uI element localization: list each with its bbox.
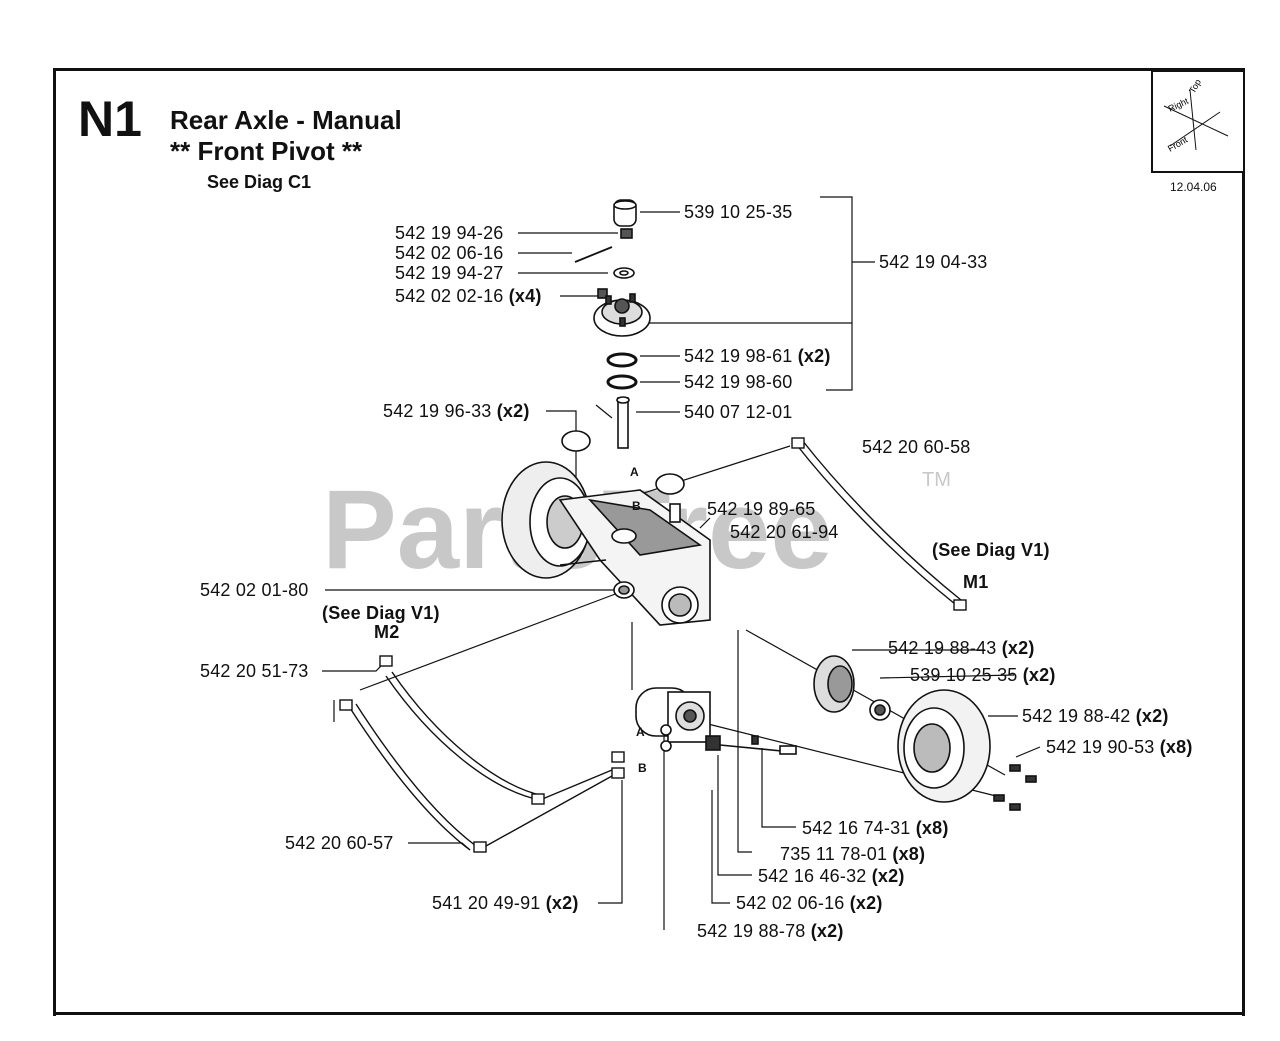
part-label: 542 19 89-65 (707, 499, 816, 519)
part-label: 542 02 06-16 (x2) (736, 893, 883, 913)
watermark-tm: TM (922, 469, 951, 491)
part-label: 542 19 98-60 (684, 372, 793, 392)
see-diagram-note: See Diag C1 (207, 172, 312, 192)
hydraulic-hoses (339, 437, 967, 853)
hose-marker: M2 (374, 622, 400, 642)
hose-marker: M1 (963, 572, 989, 592)
part-label: 542 19 90-53 (x8) (1046, 737, 1193, 757)
page-title: Rear Axle - Manual (170, 105, 402, 135)
diagram-ref: (See Diag V1) (322, 603, 440, 623)
revision-date: 12.04.06 (1170, 180, 1217, 194)
part-label: 542 19 94-26 (395, 223, 504, 243)
part-label: 542 16 46-32 (x2) (758, 866, 905, 886)
part-label: 541 20 49-91 (x2) (432, 893, 579, 913)
hydraulic-motor: A B (635, 687, 797, 775)
part-label: 542 19 88-78 (x2) (697, 921, 844, 941)
part-label: 542 02 06-16 (395, 243, 504, 263)
part-label: 542 16 74-31 (x8) (802, 818, 949, 838)
part-label: 539 10 25 35 (x2) (910, 665, 1056, 685)
hub-and-wheel (813, 655, 1037, 811)
part-label: 542 19 94-27 (395, 263, 504, 283)
port-a-motor: A (636, 725, 645, 739)
part-label: 542 20 61-94 (730, 522, 839, 542)
diagram-frame (53, 68, 1245, 1016)
part-label: 542 19 96-33 (x2) (383, 401, 530, 421)
diagram-ref: (See Diag V1) (932, 540, 1050, 560)
port-a-top: A (630, 465, 639, 479)
part-label: 542 19 88-42 (x2) (1022, 706, 1169, 726)
part-label: 540 07 12-01 (684, 402, 793, 422)
part-label: 542 19 98-61 (x2) (684, 346, 831, 366)
part-label: 542 20 51-73 (200, 661, 309, 681)
part-label: 542 20 60-58 (862, 437, 971, 457)
port-b-motor: B (638, 761, 647, 775)
top-stack-parts (574, 199, 651, 449)
part-label: 542 19 04-33 (879, 252, 988, 272)
port-b-top: B (632, 499, 641, 513)
part-label: 539 10 25-35 (684, 202, 793, 222)
page-subtitle: ** Front Pivot ** (170, 136, 363, 166)
orientation-box: Top Right Front (1151, 70, 1245, 173)
axle-assembly: A B (501, 430, 711, 626)
frame-bottom-rule (53, 1012, 1245, 1015)
part-label: 542 02 01-80 (200, 580, 309, 600)
part-label: 542 02 02-16 (x4) (395, 286, 542, 306)
part-label: 542 20 60-57 (285, 833, 394, 853)
part-label: 542 19 88-43 (x2) (888, 638, 1035, 658)
part-label: 735 11 78-01 (x8) (780, 844, 926, 864)
section-code: N1 (78, 91, 142, 147)
